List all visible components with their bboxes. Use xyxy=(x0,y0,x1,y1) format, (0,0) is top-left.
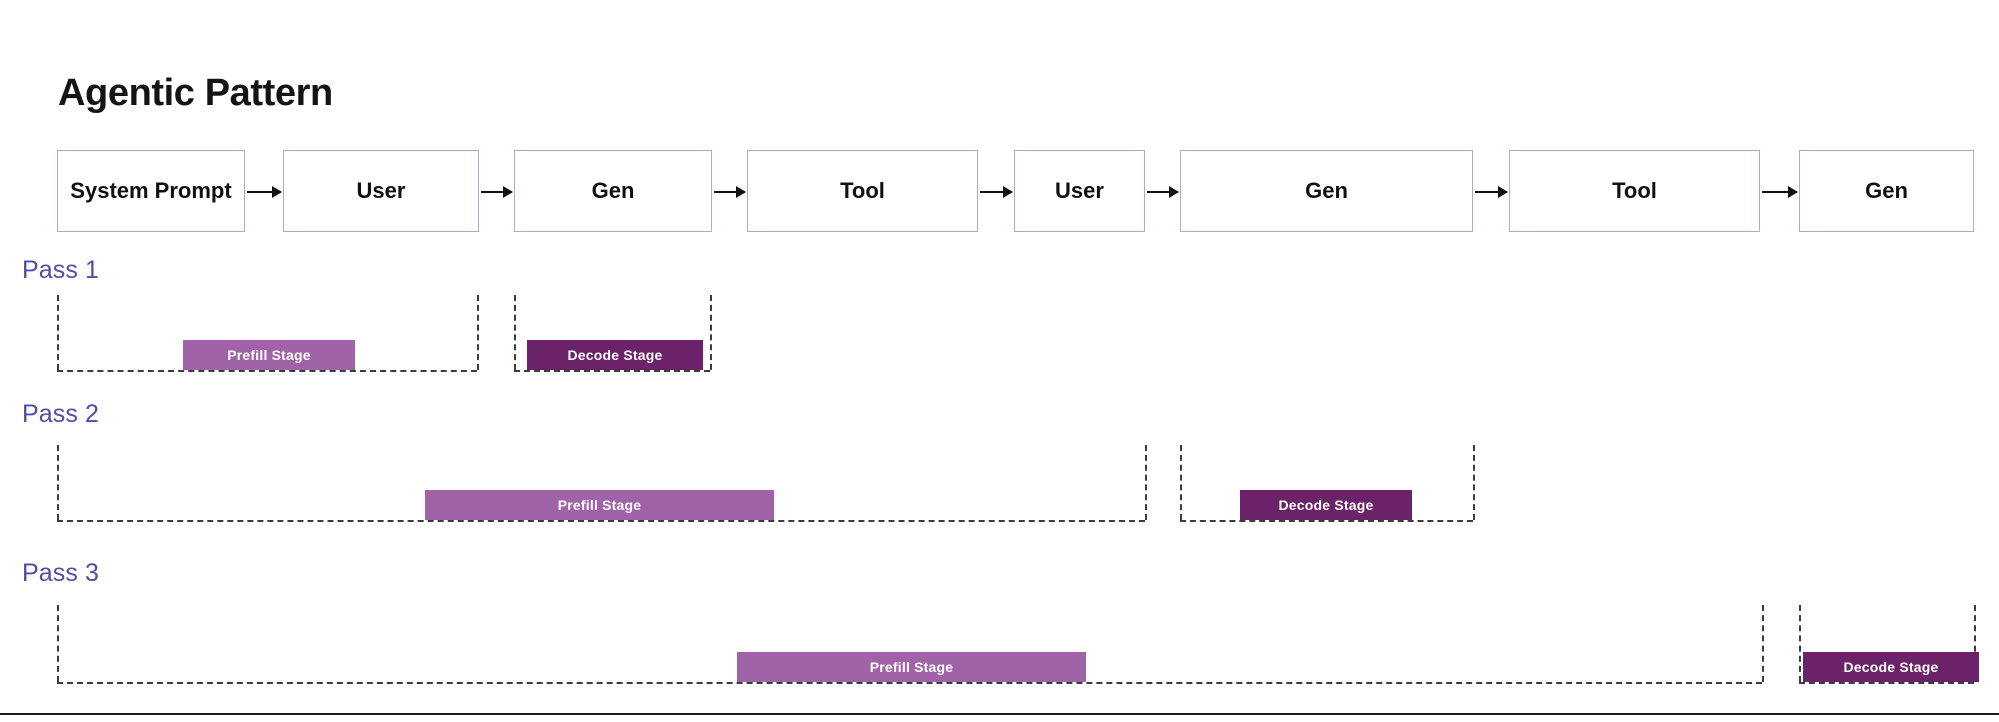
pass-1-decode-stage-bar[interactable]: Decode Stage xyxy=(527,340,703,370)
pass-1-prefill-stage-bar[interactable]: Prefill Stage xyxy=(183,340,355,370)
flow-arrow-icon-3 xyxy=(980,186,1013,198)
pass-label-1: Pass 1 xyxy=(22,256,100,284)
pass-3-prefill-stage-bar[interactable]: Prefill Stage xyxy=(737,652,1086,682)
pass-3-decode-stage-bar[interactable]: Decode Stage xyxy=(1803,652,1979,682)
pass-2-decode-right-tick xyxy=(1473,445,1475,520)
pass-label-2: Pass 2 xyxy=(22,400,100,428)
stage-bar-label: Prefill Stage xyxy=(227,347,311,363)
flow-box-user-1[interactable]: User xyxy=(283,150,479,232)
flow-box-label: User xyxy=(1055,178,1104,203)
pass-2-decode-left-tick xyxy=(1180,445,1182,520)
flow-box-label: System Prompt xyxy=(70,178,232,203)
flow-box-gen-2[interactable]: Gen xyxy=(514,150,712,232)
page-title: Agentic Pattern xyxy=(58,72,333,114)
flow-box-label: Gen xyxy=(1305,178,1348,203)
pass-2-prefill-left-tick xyxy=(57,445,59,520)
flow-box-gen-5[interactable]: Gen xyxy=(1180,150,1473,232)
flow-box-tool-3[interactable]: Tool xyxy=(747,150,978,232)
flow-arrow-icon-6 xyxy=(1762,186,1798,198)
flow-arrow-icon-5 xyxy=(1475,186,1508,198)
flow-arrow-icon-1 xyxy=(481,186,513,198)
pass-3-decode-baseline xyxy=(1799,682,1974,684)
pass-2-decode-baseline xyxy=(1180,520,1473,522)
pass-1-prefill-baseline xyxy=(57,370,477,372)
stage-bar-label: Decode Stage xyxy=(1843,659,1939,675)
pass-1-prefill-right-tick xyxy=(477,295,479,370)
pass-3-prefill-right-tick xyxy=(1762,605,1764,682)
stage-bar-label: Decode Stage xyxy=(1278,497,1374,513)
pass-3-prefill-left-tick xyxy=(57,605,59,682)
flow-box-user-4[interactable]: User xyxy=(1014,150,1145,232)
flow-box-label: User xyxy=(356,178,406,203)
flow-box-label: Tool xyxy=(840,178,885,203)
flow-box-label: Gen xyxy=(1865,178,1908,203)
pass-1-prefill-left-tick xyxy=(57,295,59,370)
stage-bar-label: Prefill Stage xyxy=(869,659,954,675)
pass-2-prefill-stage-bar[interactable]: Prefill Stage xyxy=(425,490,774,520)
pass-2-prefill-baseline xyxy=(57,520,1145,522)
flow-box-gen-7[interactable]: Gen xyxy=(1799,150,1974,232)
stage-bar-label: Decode Stage xyxy=(567,347,663,363)
flow-sequence-row: System Prompt User Gen Tool User Gen Tool Gen xyxy=(0,150,1999,232)
flow-arrow-icon-0 xyxy=(247,186,282,198)
flow-box-tool-6[interactable]: Tool xyxy=(1509,150,1760,232)
flow-box-label: Gen xyxy=(591,178,635,203)
pass-3-decode-right-tick xyxy=(1974,605,1976,682)
stage-bar-label: Prefill Stage xyxy=(557,497,642,513)
pass-2-decode-stage-bar[interactable]: Decode Stage xyxy=(1240,490,1412,520)
flow-arrow-icon-4 xyxy=(1147,186,1179,198)
pass-3-prefill-baseline xyxy=(57,682,1762,684)
flow-box-label: Tool xyxy=(1612,178,1657,203)
pass-3-decode-left-tick xyxy=(1799,605,1801,682)
pass-2-prefill-right-tick xyxy=(1145,445,1147,520)
flow-arrow-icon-2 xyxy=(714,186,746,198)
bottom-divider xyxy=(0,713,1999,715)
pass-1-decode-right-tick xyxy=(710,295,712,370)
pass-1-decode-left-tick xyxy=(514,295,516,370)
pass-label-3: Pass 3 xyxy=(22,559,100,587)
flow-box-system-prompt-0[interactable]: System Prompt xyxy=(57,150,245,232)
pass-1-decode-baseline xyxy=(514,370,710,372)
